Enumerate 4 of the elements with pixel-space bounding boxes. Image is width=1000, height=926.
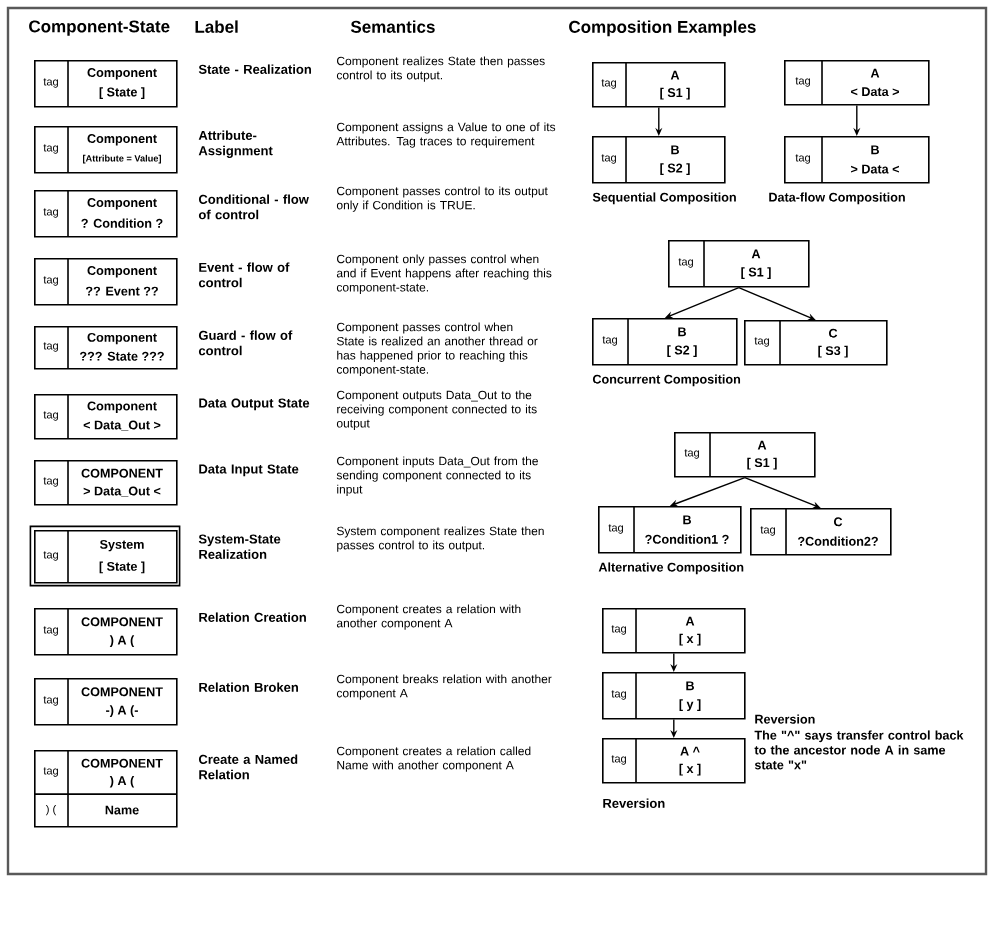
column-heading: Semantics (350, 20, 435, 33)
column-heading: Component-State (29, 20, 170, 36)
column-heading: Composition Examples (569, 20, 756, 37)
column-heading: Label (195, 20, 238, 33)
